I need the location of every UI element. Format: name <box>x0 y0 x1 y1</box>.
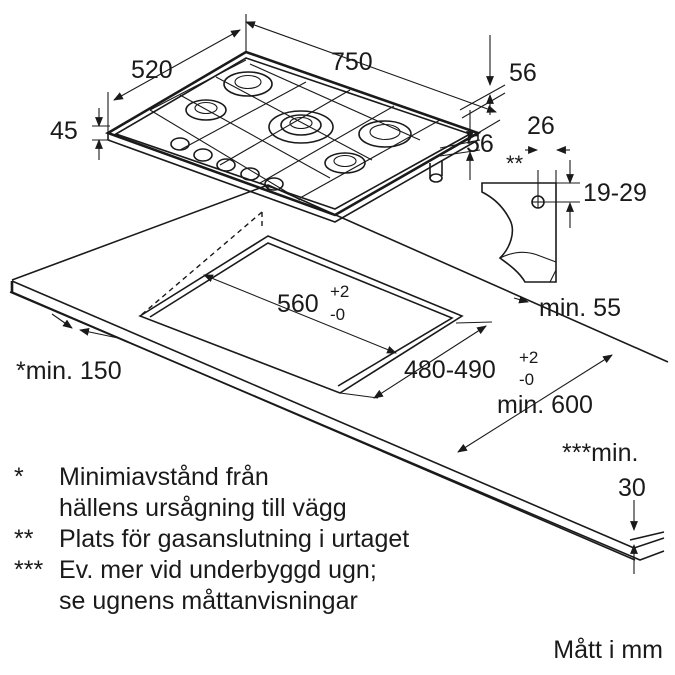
dim-min-30: ***min. 30 <box>562 439 646 574</box>
dim-56-side: 56 <box>439 110 494 180</box>
burner-wok <box>268 110 334 144</box>
footnote-mark: * <box>14 463 24 491</box>
dim-min-600-label: min. 600 <box>497 391 593 419</box>
dim-min-55: min. 55 <box>513 294 621 322</box>
footnote-text: Minimiavstånd från <box>59 463 269 491</box>
footnotes: * Minimiavstånd från hällens ursågning t… <box>14 462 409 617</box>
dim-min-55-label: min. 55 <box>539 294 621 322</box>
footnote: *** Ev. mer vid underbyggd ugn; <box>14 555 409 586</box>
dim-560: 560 +2 -0 <box>203 274 397 354</box>
footnote-text: hällens ursågning till vägg <box>59 494 347 522</box>
dim-min-30-value: 30 <box>618 474 646 502</box>
burner-rear-right <box>358 120 412 148</box>
gas-connection-mark: ** <box>506 151 524 176</box>
footnote-continuation: hällens ursågning till vägg <box>14 493 409 524</box>
gas-connection-detail: 26 ** 19-29 <box>481 112 647 283</box>
dim-min-150-label: *min. 150 <box>16 357 122 385</box>
footnote: ** Plats för gasanslutning i urtaget <box>14 524 409 555</box>
footnote-mark: *** <box>14 556 44 584</box>
burner-rear-left <box>223 71 273 97</box>
footnote-text: Plats för gasanslutning i urtaget <box>59 525 410 553</box>
dim-56-top: 56 <box>459 35 537 119</box>
dim-56-top-label: 56 <box>509 59 537 87</box>
dim-min-150: *min. 150 <box>16 313 122 385</box>
dim-min-600: min. 600 <box>457 354 613 453</box>
footnote-text: se ugnens måttanvisningar <box>59 587 358 615</box>
unit-note: Mått i mm <box>553 636 663 664</box>
dim-750-label: 750 <box>331 48 373 76</box>
gas-connector-stub <box>429 160 443 183</box>
dim-560-base: 560 <box>277 290 319 318</box>
dim-min-30-label: ***min. <box>562 439 638 467</box>
burner-front-right <box>324 152 366 174</box>
dim-560-tol-minus: -0 <box>330 305 345 324</box>
dim-480-490-tol-plus: +2 <box>519 348 538 367</box>
footnote-continuation: se ugnens måttanvisningar <box>14 586 409 617</box>
dim-480-490-tol-minus: -0 <box>519 370 534 389</box>
footnote: * Minimiavstånd från <box>14 462 409 493</box>
dim-56-side-label: 56 <box>466 130 494 158</box>
projection-line <box>139 211 263 317</box>
dim-520: 520 <box>107 29 241 133</box>
dim-19-29-label: 19-29 <box>583 179 647 207</box>
dim-560-tol-plus: +2 <box>330 282 349 301</box>
dim-480-490: 480-490 +2 -0 <box>339 321 538 399</box>
dim-480-490-base: 480-490 <box>404 356 496 384</box>
dim-45-label: 45 <box>50 117 78 145</box>
footnote-mark: ** <box>14 525 34 553</box>
dim-26-label: 26 <box>527 112 555 140</box>
dim-520-label: 520 <box>131 56 173 84</box>
dim-45: 45 <box>50 108 110 160</box>
control-knobs <box>170 137 284 191</box>
footnote-text: Ev. mer vid underbyggd ugn; <box>59 556 377 584</box>
dim-750: 750 <box>245 14 501 134</box>
